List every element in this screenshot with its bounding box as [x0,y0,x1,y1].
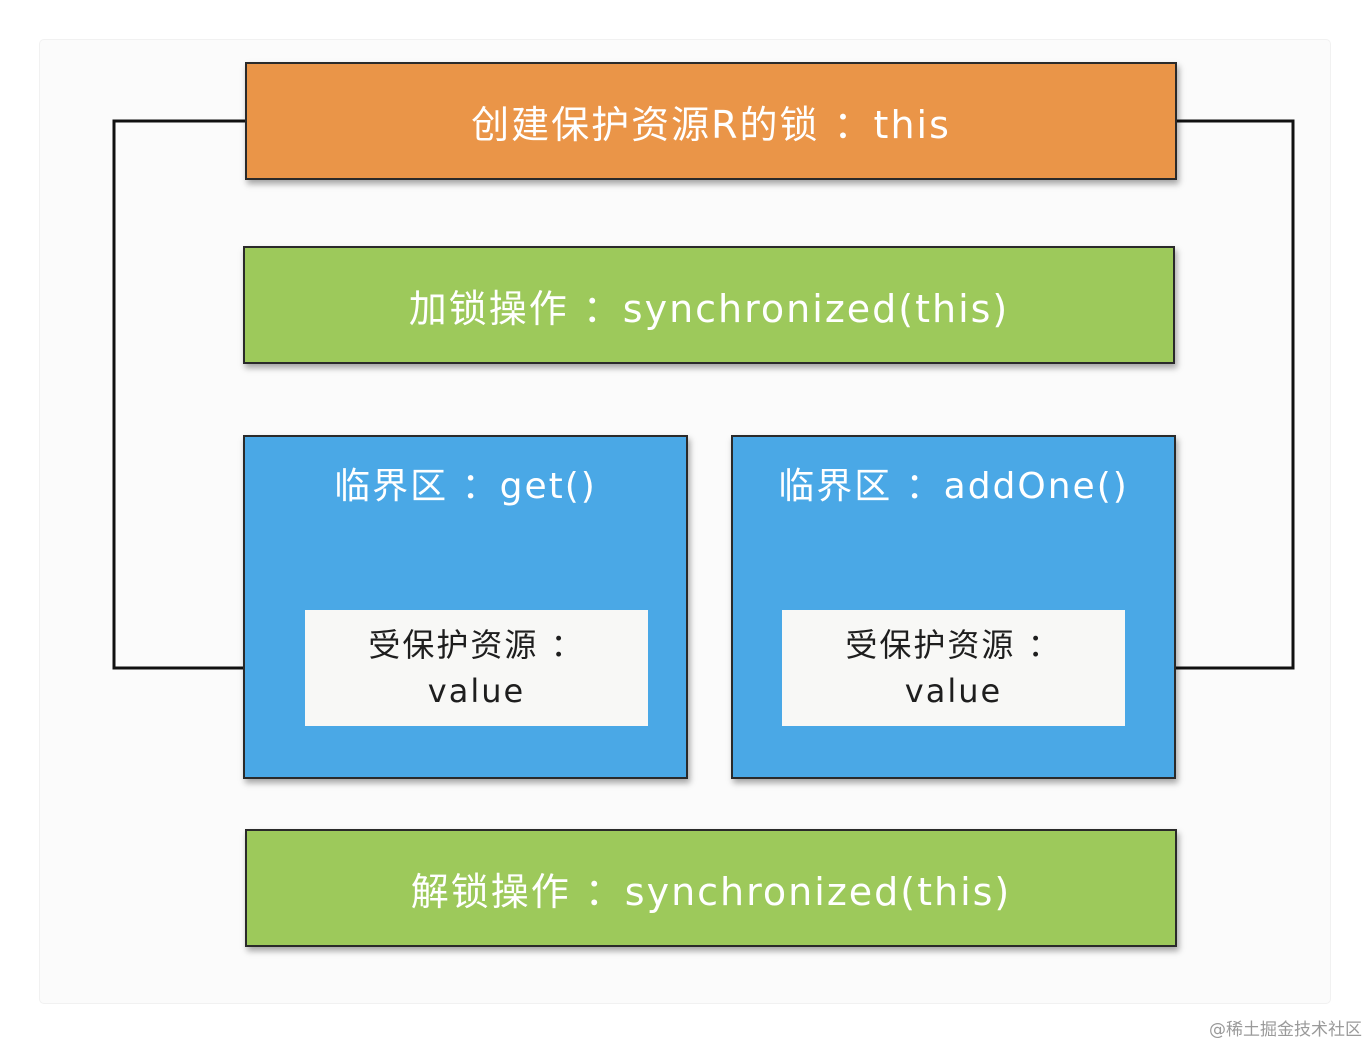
watermark: @稀土掘金技术社区 [1209,1020,1362,1040]
acquire-lock-box: 加锁操作 ：synchronized(this) [243,246,1175,364]
release-lock-box: 解锁操作 ：synchronized(this) [245,829,1177,947]
critical-section-get-label: 临界区 ：get() [334,466,597,507]
protected-resource-addone-value: value [904,672,1003,710]
critical-section-addone-box: 临界区 ：addOne() [731,435,1176,779]
protected-resource-addone-box: 受保护资源 ： value [782,610,1125,726]
lock-creation-label: 创建保护资源R的锁 ：this [471,102,951,147]
critical-section-addone-label: 临界区 ：addOne() [778,466,1129,507]
acquire-lock-label: 加锁操作 ：synchronized(this) [408,286,1010,331]
lock-creation-box: 创建保护资源R的锁 ：this [245,62,1177,180]
protected-resource-get-title: 受保护资源 ： [368,625,585,664]
protected-resource-get-box: 受保护资源 ： value [305,610,648,726]
release-lock-label: 解锁操作 ：synchronized(this) [410,869,1012,914]
protected-resource-get-value: value [427,672,526,710]
critical-section-get-box: 临界区 ：get() [243,435,688,779]
protected-resource-addone-title: 受保护资源 ： [845,625,1062,664]
